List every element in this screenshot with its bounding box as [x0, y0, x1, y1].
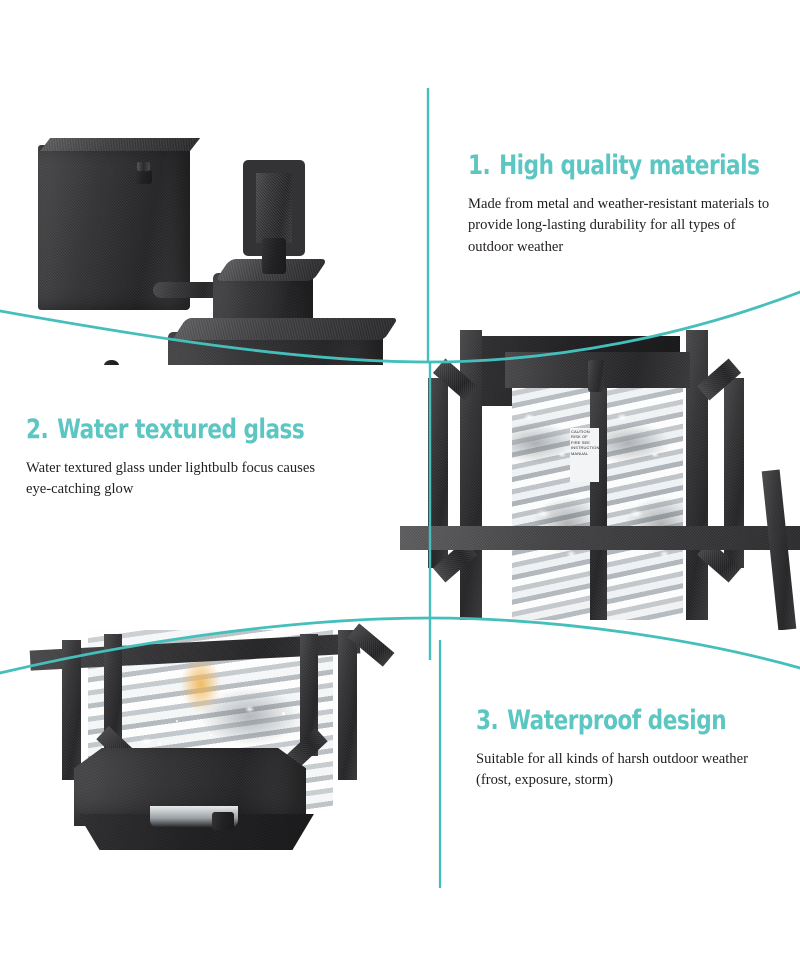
cage-top-tab — [588, 360, 604, 392]
feature-title-1: High quality materials — [499, 150, 760, 181]
plate-screw — [104, 360, 119, 365]
bottom-cage-arm-left — [62, 640, 81, 780]
lantern-drain-screw — [212, 812, 234, 830]
lantern-backplate-top — [40, 138, 201, 151]
feature-heading-3: 3. Waterproof design — [476, 705, 727, 736]
glass-bubble — [210, 734, 212, 736]
loop-handle-post — [262, 238, 286, 274]
cage-arm-outer-right — [724, 378, 744, 568]
cage-arm-outer-left — [428, 378, 448, 568]
feature-heading-1: 1. High quality materials — [468, 150, 760, 181]
lantern-base-shelf-top — [172, 318, 399, 340]
glass-bubble — [140, 728, 143, 731]
feature-number-1: 1. — [468, 150, 491, 181]
cable-gland — [134, 170, 152, 184]
feature-body-3: Suitable for all kinds of harsh outdoor … — [476, 751, 748, 789]
glass-panel-left — [512, 384, 590, 620]
cable-gland-nut — [137, 162, 150, 171]
glass-center-divider — [590, 358, 607, 620]
photo-bottom-left — [0, 600, 440, 900]
loop-handle — [243, 160, 305, 256]
glass-bubble — [158, 742, 161, 745]
feature-block-2: 2. Water textured glass Water textured g… — [26, 414, 326, 501]
feature-title-2: Water textured glass — [57, 414, 305, 445]
feature-heading-2: 2. Water textured glass — [26, 414, 305, 445]
feature-body-2: Water textured glass under lightbulb foc… — [26, 460, 315, 498]
feature-body-1: Made from metal and weather-resistant ma… — [468, 196, 770, 255]
photo-middle-right: CAUTION RISK OF FIRE SEE INSTRUCTION MAN… — [400, 330, 800, 630]
feature-number-2: 2. — [26, 414, 49, 445]
feature-block-3: 3. Waterproof design Suitable for all ki… — [476, 705, 786, 792]
glass-bubble — [176, 720, 178, 722]
glass-panel-right — [605, 384, 683, 620]
cage-crossbar — [400, 526, 800, 550]
bottom-cage-arm-right — [338, 630, 357, 780]
feature-number-3: 3. — [476, 705, 499, 736]
glass-bubble — [282, 712, 285, 715]
feature-title-3: Waterproof design — [507, 705, 727, 736]
photo-top-left — [0, 60, 420, 365]
caution-label: CAUTION RISK OF FIRE SEE INSTRUCTION MAN… — [570, 428, 599, 482]
feature-block-1: 1. High quality materials Made from meta… — [468, 150, 780, 258]
